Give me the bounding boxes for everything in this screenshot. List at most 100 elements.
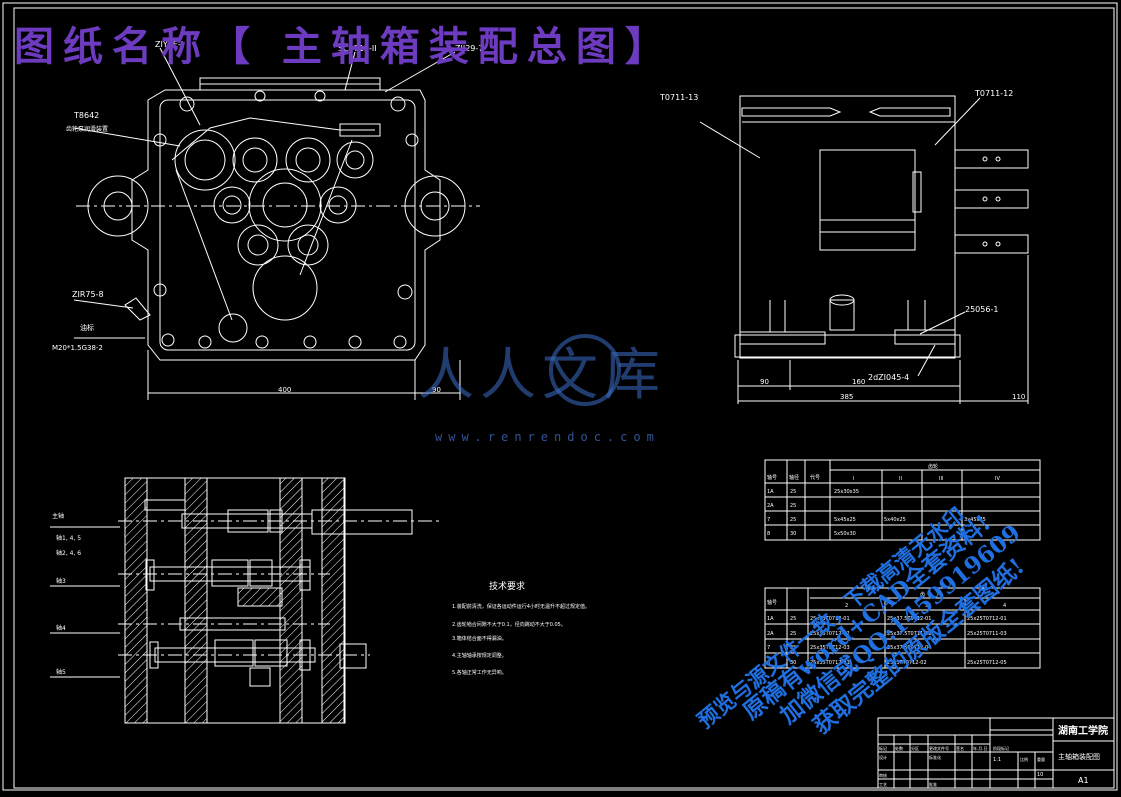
t1-cell: 7 xyxy=(767,517,770,523)
title-block xyxy=(877,717,1115,789)
tech-req-item: 5.各轴正常工作无异响。 xyxy=(452,669,507,676)
t2-cell: 25x25T0712-05 xyxy=(967,660,1007,666)
gear-table-1 xyxy=(764,459,1041,541)
label-axis-3: 轴3 xyxy=(56,577,66,585)
label-axis-4: 轴4 xyxy=(56,624,66,632)
tb-cell: 设计 xyxy=(879,754,887,760)
t2-cell: 25x35T0712-01 xyxy=(810,660,850,666)
t2-cell: 1A xyxy=(767,616,774,622)
t2-cell: 25x37.5T0711-02 xyxy=(887,631,931,637)
label-zij29: ZIJ29-7 xyxy=(455,44,483,53)
t2-cell: 25x35T0712-01 xyxy=(810,616,850,622)
t1-subheader: IV xyxy=(995,476,1000,482)
gear-table-2 xyxy=(764,587,1041,669)
section-view xyxy=(50,477,440,724)
tech-req-item: 4.主轴轴承按规定调整。 xyxy=(452,652,507,659)
t1-cell: 25 xyxy=(790,503,796,509)
t2-header: 齿 xyxy=(920,592,925,598)
label-zi7e1: ZIY7E-I xyxy=(155,40,183,49)
tb-cell: 审核 xyxy=(879,772,887,778)
t2-cell: 7 xyxy=(767,645,770,651)
tb-cell: 签名 xyxy=(956,745,964,751)
t2-cell: 25x35T0712-02 xyxy=(810,631,850,637)
tb-cell: 批准 xyxy=(929,781,937,787)
watermark-logo: 人人文库 xyxy=(418,343,666,408)
side-view xyxy=(699,95,1029,404)
t1-header: 代号 xyxy=(810,474,820,481)
scale-header: 比例 xyxy=(1020,756,1028,762)
t1-cell: 8 xyxy=(767,531,770,537)
label-t8642: T8642 xyxy=(73,111,99,120)
tech-req-heading: 技术要求 xyxy=(489,580,525,592)
t1-cell: 25 xyxy=(790,517,796,523)
label-t0711-13: T0711-13 xyxy=(659,93,698,102)
label-t8642-note: 齿轮泵润滑装置 xyxy=(66,125,108,133)
t2-subheader: 4 xyxy=(1003,603,1006,609)
dim-385: 385 xyxy=(840,393,853,401)
t2-cell: 25x37.5T0712-04 xyxy=(887,645,931,651)
tb-cell: 工艺 xyxy=(879,782,887,787)
t1-header: 轴径 xyxy=(789,474,799,481)
t1-cell: 30 xyxy=(790,531,796,537)
label-oil-gauge: 油标 xyxy=(80,323,94,332)
dim-110: 110 xyxy=(1012,393,1025,401)
label-zir75: ZIR75-8 xyxy=(72,290,104,299)
t2-cell: 25x37.5T0712-01 xyxy=(887,616,931,622)
t2-cell: 8 xyxy=(767,660,770,666)
t2-cell: 30 xyxy=(790,660,796,666)
t1-cell: 25x30x35 xyxy=(834,489,859,495)
t1-header: 齿轮 xyxy=(928,463,938,470)
label-2dzi045: 2dZI045-4 xyxy=(868,373,909,382)
t2-cell: 25 xyxy=(790,631,796,637)
front-view xyxy=(73,47,480,400)
tb-cell: 处数 xyxy=(895,745,903,751)
dim-160: 160 xyxy=(852,378,865,386)
t2-cell: 25x25T0712-01 xyxy=(967,616,1007,622)
t2-cell: 25 xyxy=(790,645,796,651)
inner-border xyxy=(13,7,1115,789)
t1-subheader: I xyxy=(853,476,854,482)
tb-cell: 分区 xyxy=(911,745,919,751)
tb-cell: 标准化 xyxy=(929,754,941,760)
label-m20: M20*1.5G38-2 xyxy=(52,344,103,352)
t2-cell: 25 xyxy=(790,616,796,622)
label-sc0712: SC0712-II xyxy=(338,44,377,53)
tech-req-item: 1.装配前清洗，保证各运动件运行4小时无温升不超过规定值。 xyxy=(452,603,590,610)
t2-cell: 25x25T0711-03 xyxy=(967,631,1007,637)
ratio: 1:1 xyxy=(993,757,1001,763)
t2-cell: 25x37T0712-02 xyxy=(887,660,927,666)
drawing-size: A1 xyxy=(1078,776,1089,785)
t2-subheader: 2 xyxy=(845,603,848,609)
t2-cell: 25x35T0712-03 xyxy=(810,645,850,651)
watermark-ring-icon xyxy=(549,334,621,406)
tb-cell: 阶段标记 xyxy=(993,745,1009,751)
dim-90-side: 90 xyxy=(760,378,769,386)
t1-cell: 1A xyxy=(767,489,774,495)
t1-cell: 25 xyxy=(790,489,796,495)
label-25056: 25056-1 xyxy=(965,305,998,314)
tb-cell: 更改文件号 xyxy=(929,745,949,751)
label-axis-1: 轴1, 4, 5 xyxy=(56,534,81,542)
drawing-name: 主轴箱装配图 xyxy=(1058,752,1100,761)
t1-header: 轴号 xyxy=(767,474,777,481)
label-main-shaft: 主轴 xyxy=(52,512,64,520)
tech-req-item: 2.齿轮啮合间隙不大于0.1，径向跳动不大于0.05。 xyxy=(452,621,566,628)
dim-400: 400 xyxy=(278,386,291,394)
school-name: 湖南工学院 xyxy=(1058,724,1108,737)
dim-90-front: 90 xyxy=(432,386,441,394)
t1-subheader: III xyxy=(939,476,943,482)
t2-header: 轴号 xyxy=(767,599,777,606)
t1-subheader: II xyxy=(899,476,902,482)
tech-req-item: 3.箱体结合面不得漏油。 xyxy=(452,635,507,642)
t2-cell: 2A xyxy=(767,631,774,637)
tb-cell: 重量 xyxy=(1037,756,1045,762)
t1-cell: 3x45x25 xyxy=(964,517,986,523)
tb-cell: 年.月.日 xyxy=(973,745,988,751)
sheet-number: 10 xyxy=(1037,772,1043,778)
label-t0711-12: T0711-12 xyxy=(974,89,1013,98)
label-axis-5: 轴5 xyxy=(56,668,66,676)
t2-subheader: 3 xyxy=(925,603,928,609)
